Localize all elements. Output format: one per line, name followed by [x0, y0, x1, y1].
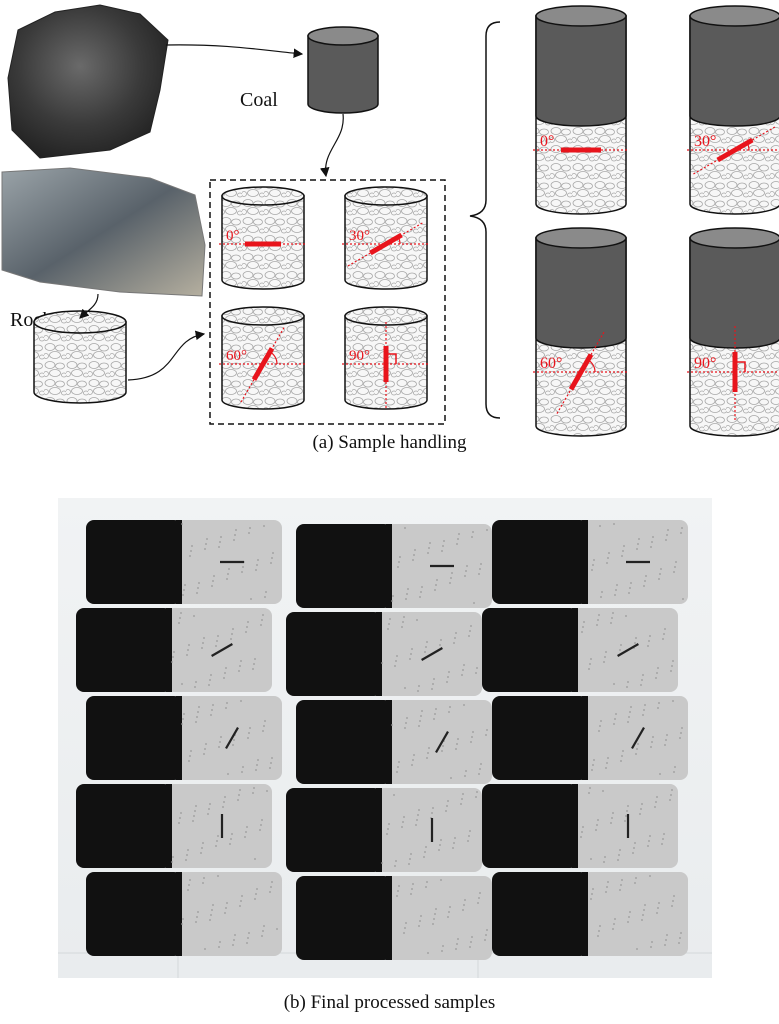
specimen-fissure — [617, 643, 639, 657]
specimen-fissure — [421, 647, 443, 661]
specimen-photo — [286, 612, 482, 696]
specimen-photo — [492, 520, 688, 604]
arrow-rock-down — [79, 293, 99, 319]
specimen-photo — [492, 696, 688, 780]
specimen-fissure — [631, 727, 645, 749]
specimen-photo — [296, 524, 492, 608]
specimen-fissure — [211, 643, 233, 657]
fissure-line — [342, 221, 430, 267]
curly-brace — [469, 21, 501, 419]
rock-sample-grid: 0° 30° 60° 90° — [219, 186, 430, 410]
coal-rock-sample-90deg: 90° — [687, 227, 779, 437]
fissure-line — [342, 320, 430, 408]
fissure-line — [533, 330, 629, 414]
rock-cylinder — [33, 310, 127, 404]
specimen-fissure — [225, 727, 239, 749]
coal-lump-image — [7, 4, 169, 159]
coal-rock-combination-grid: 0° 30° 60° 90° — [533, 5, 779, 437]
specimen-photo — [286, 788, 482, 872]
rock-slab-image — [1, 167, 206, 297]
coal-rock-sample-30deg: 30° — [687, 5, 779, 215]
coal-label: Coal — [240, 89, 278, 111]
specimen-photo — [482, 608, 678, 692]
coal-cylinder — [307, 26, 379, 114]
angle-label: 0° — [226, 228, 240, 244]
processed-samples-photo — [58, 498, 712, 978]
rock-samples-box — [209, 179, 446, 425]
specimen-photo — [76, 784, 272, 868]
caption-a: (a) Sample handling — [312, 432, 467, 453]
angle-label: 90° — [349, 348, 370, 364]
fissure-line — [687, 125, 779, 175]
angle-label: 0° — [540, 133, 554, 150]
specimen-fissure — [435, 731, 449, 753]
arrow-rock-to-box — [127, 330, 206, 381]
coal-rock-sample-60deg: 60° — [533, 227, 629, 437]
angle-label: 30° — [694, 133, 716, 150]
specimen-photo — [76, 608, 272, 692]
angle-label: 60° — [540, 355, 562, 372]
fissure-line — [219, 325, 307, 403]
rock-sample-90deg: 90° — [342, 306, 430, 410]
angle-label: 90° — [694, 355, 716, 372]
angle-label: 60° — [226, 348, 247, 364]
rock-sample-30deg: 30° — [342, 186, 430, 290]
specimen-photo — [296, 700, 492, 784]
fissure-line — [687, 324, 779, 420]
specimen-photo — [86, 696, 282, 780]
rock-sample-60deg: 60° — [219, 306, 307, 410]
specimen-photo — [482, 784, 678, 868]
specimen-photo — [492, 872, 688, 956]
specimen-photo — [296, 876, 492, 960]
arrow-coal-to-cylinder — [165, 44, 304, 58]
rock-sample-0deg: 0° — [219, 186, 307, 290]
caption-b: (b) Final processed samples — [283, 992, 496, 1013]
specimen-photo — [86, 872, 282, 956]
coal-rock-sample-0deg: 0° — [533, 5, 629, 215]
sample-handling-diagram: Coal Rock 0°30°60°90° 0°30°60°90° — [1, 4, 779, 437]
specimen-photo — [86, 520, 282, 604]
arrow-coal-cylinder-down — [319, 113, 344, 178]
angle-label: 30° — [349, 228, 370, 244]
